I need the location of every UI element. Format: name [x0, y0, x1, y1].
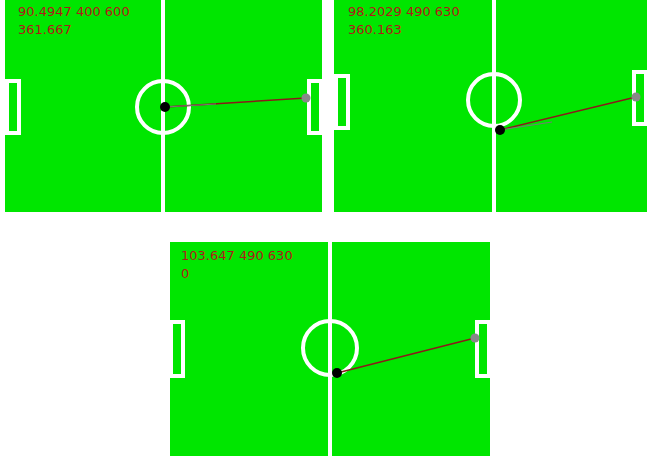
readout-text: 361.667: [18, 22, 72, 37]
field-panel: [170, 242, 490, 456]
readout-text: 103.647 490 630: [181, 248, 293, 263]
readout-text: 98.2029 490 630: [348, 4, 460, 19]
readout-text: 0: [181, 266, 189, 281]
field-panel: [5, 0, 322, 212]
field-panel: [334, 0, 647, 212]
readout-text: 90.4947 400 600: [18, 4, 130, 19]
readout-text: 360.163: [348, 22, 402, 37]
